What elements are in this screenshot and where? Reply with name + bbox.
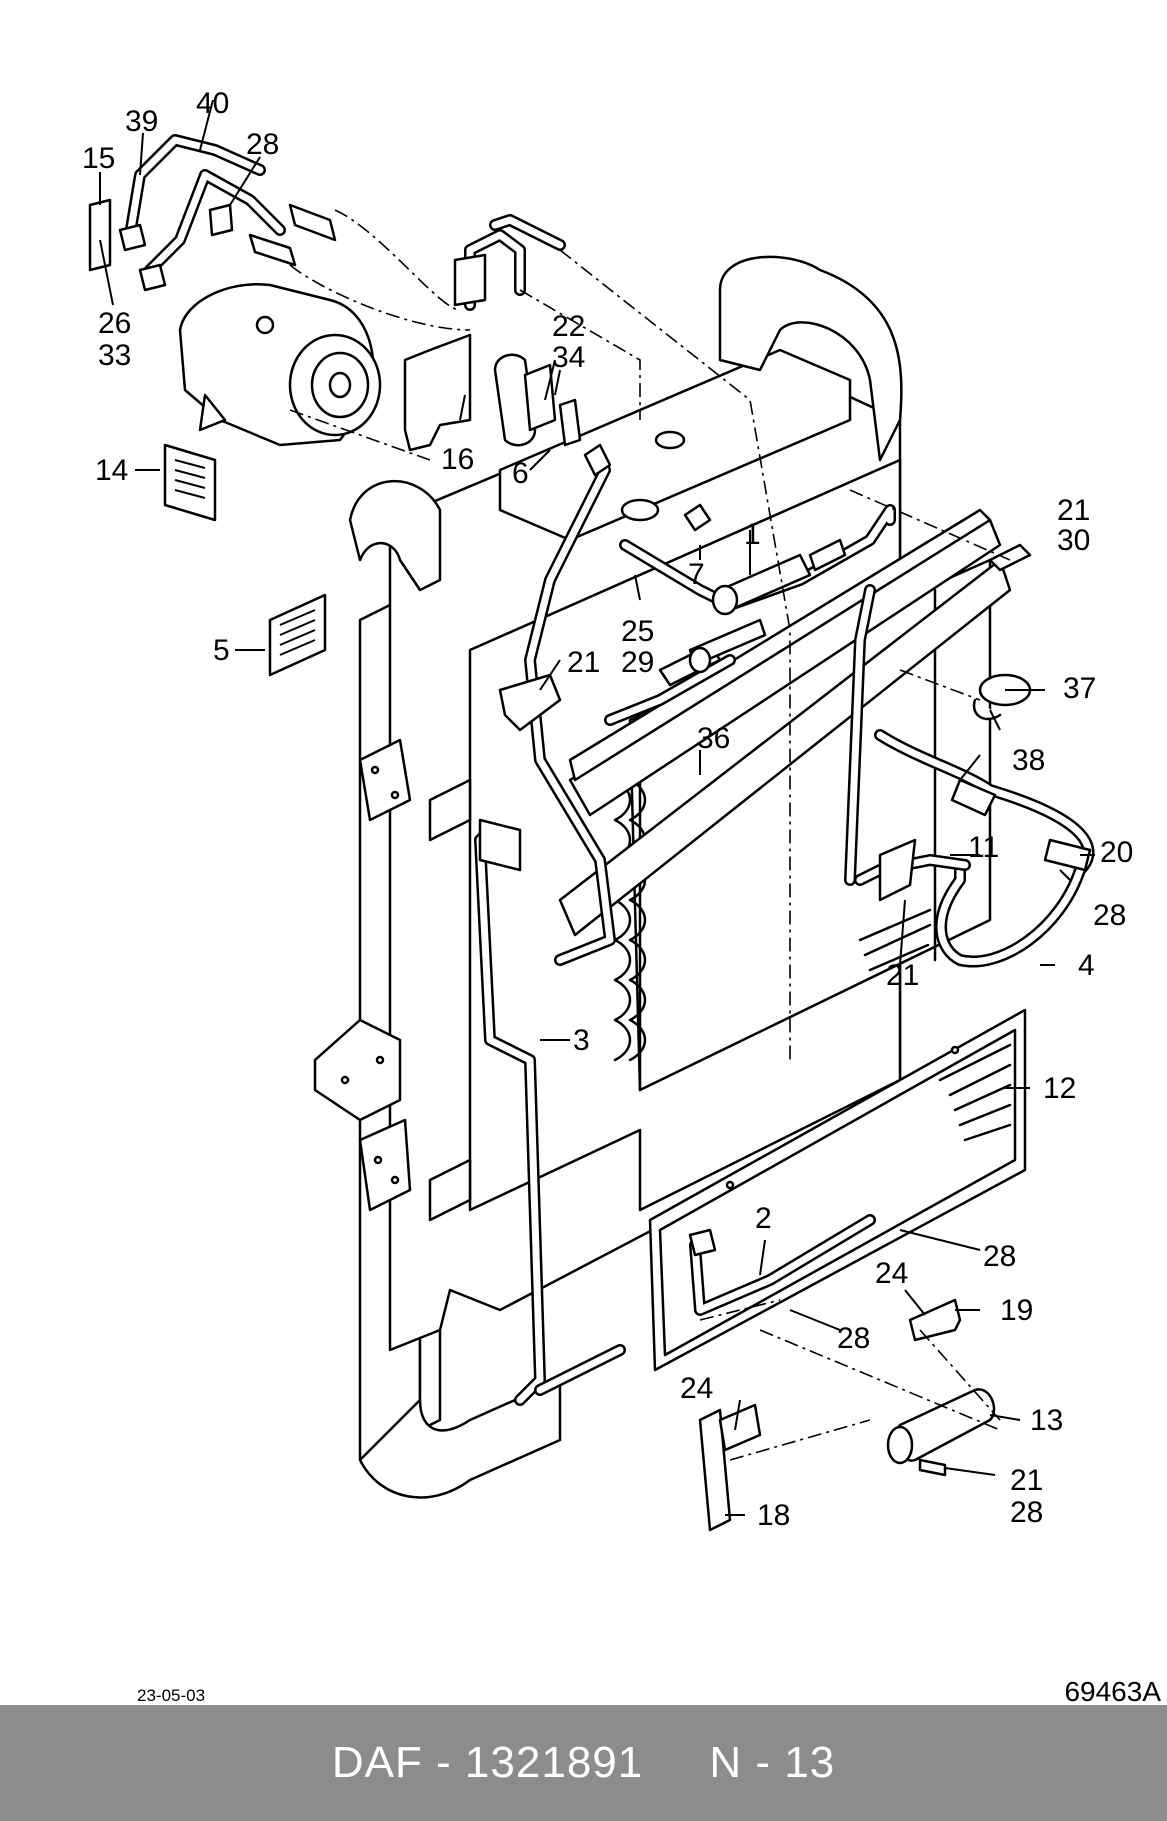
callout-15: 15 xyxy=(82,142,115,175)
parts-diagram: 1 2 3 4 5 6 7 11 12 13 14 15 16 18 19 20… xyxy=(82,87,1133,1532)
callout-14: 14 xyxy=(95,454,128,487)
callout-37: 37 xyxy=(1063,672,1096,705)
callout-24-right: 24 xyxy=(875,1257,908,1290)
callout-18: 18 xyxy=(757,1499,790,1532)
callout-6: 6 xyxy=(512,457,529,490)
switch-22 xyxy=(493,353,582,447)
clamp-37 xyxy=(972,673,1032,721)
callout-39: 39 xyxy=(125,105,158,138)
callout-26: 26 xyxy=(98,307,131,340)
grille-panel-12 xyxy=(648,1008,1027,1372)
callout-28-top: 28 xyxy=(246,128,279,161)
bracket-19 xyxy=(908,1298,962,1342)
callout-5: 5 xyxy=(213,634,230,667)
callout-20: 20 xyxy=(1100,836,1133,869)
callout-11: 11 xyxy=(968,831,999,864)
callout-3: 3 xyxy=(573,1024,590,1057)
callout-24-left: 24 xyxy=(680,1372,713,1405)
callout-21-receiver: 21 xyxy=(1010,1464,1043,1497)
callout-33: 33 xyxy=(98,339,131,372)
callout-28-receiver: 28 xyxy=(1010,1496,1043,1529)
brackets xyxy=(498,543,1032,902)
clip-15 xyxy=(88,198,112,272)
callout-40: 40 xyxy=(196,87,229,120)
callout-30: 30 xyxy=(1057,524,1090,557)
callout-4: 4 xyxy=(1078,949,1095,982)
leader-lines xyxy=(99,99,1095,1516)
callout-28-panel: 28 xyxy=(983,1240,1016,1273)
hoses-39-40 xyxy=(118,134,337,292)
callout-36: 36 xyxy=(697,722,730,755)
compressor xyxy=(178,282,382,447)
footer-part-reference: DAF - 1321891 N - 13 xyxy=(331,1738,836,1787)
footer-bar: DAF - 1321891 N - 13 xyxy=(0,1705,1167,1821)
callout-29: 29 xyxy=(621,646,654,679)
callout-34: 34 xyxy=(552,341,585,374)
callout-12: 12 xyxy=(1043,1072,1076,1105)
crossbar-36 xyxy=(558,508,1012,937)
callout-13: 13 xyxy=(1030,1404,1063,1437)
label-5-doc xyxy=(268,593,327,677)
callout-19: 19 xyxy=(1000,1294,1033,1327)
label-14-doc xyxy=(163,443,217,522)
drawing-number: 69463A xyxy=(1064,1676,1161,1707)
callout-28-right: 28 xyxy=(1093,899,1126,932)
pipe-2 xyxy=(688,1214,876,1316)
callout-21-top-right: 21 xyxy=(1057,494,1090,527)
assembly-lines xyxy=(289,209,1011,1461)
drawing-date: 23-05-03 xyxy=(137,1686,206,1705)
callout-22: 22 xyxy=(552,310,585,343)
callout-38: 38 xyxy=(1012,744,1045,777)
callout-1: 1 xyxy=(744,518,761,551)
callout-25: 25 xyxy=(621,615,654,648)
callout-28-lower: 28 xyxy=(837,1322,870,1355)
bracket-16 xyxy=(403,333,472,452)
callout-7: 7 xyxy=(688,558,705,591)
pipe-3 xyxy=(474,818,626,1406)
callout-21-lower: 21 xyxy=(886,959,919,992)
callout-16: 16 xyxy=(441,443,474,476)
callout-2: 2 xyxy=(755,1202,772,1235)
callout-21-center: 21 xyxy=(567,646,600,679)
receiver-13 xyxy=(886,1388,996,1477)
callout-labels: 1 2 3 4 5 6 7 11 12 13 14 15 16 18 19 20… xyxy=(82,87,1133,1532)
pipe-top-center xyxy=(453,214,566,311)
